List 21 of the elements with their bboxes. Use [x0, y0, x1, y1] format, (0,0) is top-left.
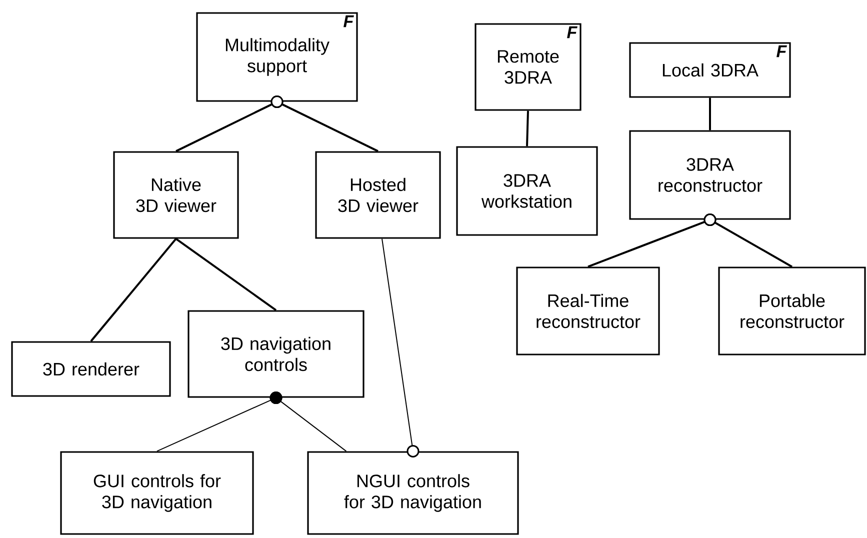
- feature-box: Hosted 3D viewer: [315, 151, 441, 239]
- connector: [90, 238, 177, 342]
- feature-box: Native 3D viewer: [113, 151, 239, 239]
- connector: [382, 238, 420, 458]
- feature-box: NGUI controls for 3D navigation: [307, 451, 519, 535]
- connector: [270, 392, 347, 452]
- feature-mark: F: [567, 26, 578, 38]
- feature-box: 3D navigation controls: [188, 310, 364, 398]
- feature-box: GUI controls for 3D navigation: [60, 451, 254, 535]
- connector: [704, 214, 792, 268]
- connector: [526, 110, 529, 146]
- feature-mark: F: [344, 15, 354, 28]
- connector: [709, 98, 711, 130]
- connector: [270, 96, 378, 152]
- feature-box: 3DRA workstation: [456, 146, 598, 236]
- feature-box: 3DRA reconstructor: [629, 130, 791, 220]
- feature-mark: F: [776, 45, 787, 58]
- feature-box: Portable reconstructor: [718, 266, 866, 356]
- feature-box: 3D renderer: [11, 341, 171, 397]
- feature-box: Real-Time reconstructor: [516, 266, 660, 356]
- connector: [175, 238, 277, 312]
